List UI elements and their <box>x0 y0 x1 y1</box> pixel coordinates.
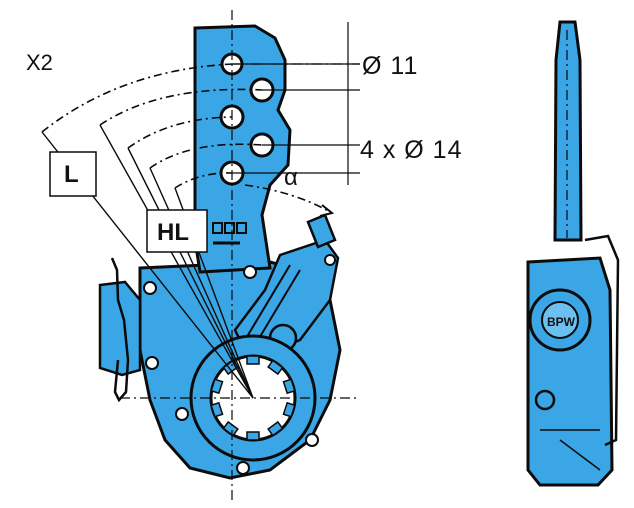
label-l-box: L <box>49 151 97 197</box>
side-bolt <box>534 389 556 411</box>
multiplier-label: X2 <box>26 50 53 75</box>
label-l: L <box>64 161 79 188</box>
side-bracket <box>98 280 142 377</box>
spring-clip <box>110 257 130 403</box>
slack-adjuster-side-view: BPW <box>526 20 620 487</box>
dim-large-holes: 4 x Ø 14 <box>360 136 463 164</box>
label-hl-box: HL <box>146 209 208 253</box>
side-lever <box>553 20 583 242</box>
adjuster-stem <box>306 213 337 249</box>
dim-small-hole: Ø 11 <box>362 52 418 80</box>
slack-adjuster-front-view <box>41 10 360 500</box>
housing-bolts <box>143 254 336 475</box>
logo-text: BPW <box>547 315 576 329</box>
label-hl: HL <box>157 219 189 246</box>
side-bracket-right <box>584 234 620 447</box>
worm-housing <box>233 238 340 362</box>
angle-label: α <box>284 164 298 191</box>
